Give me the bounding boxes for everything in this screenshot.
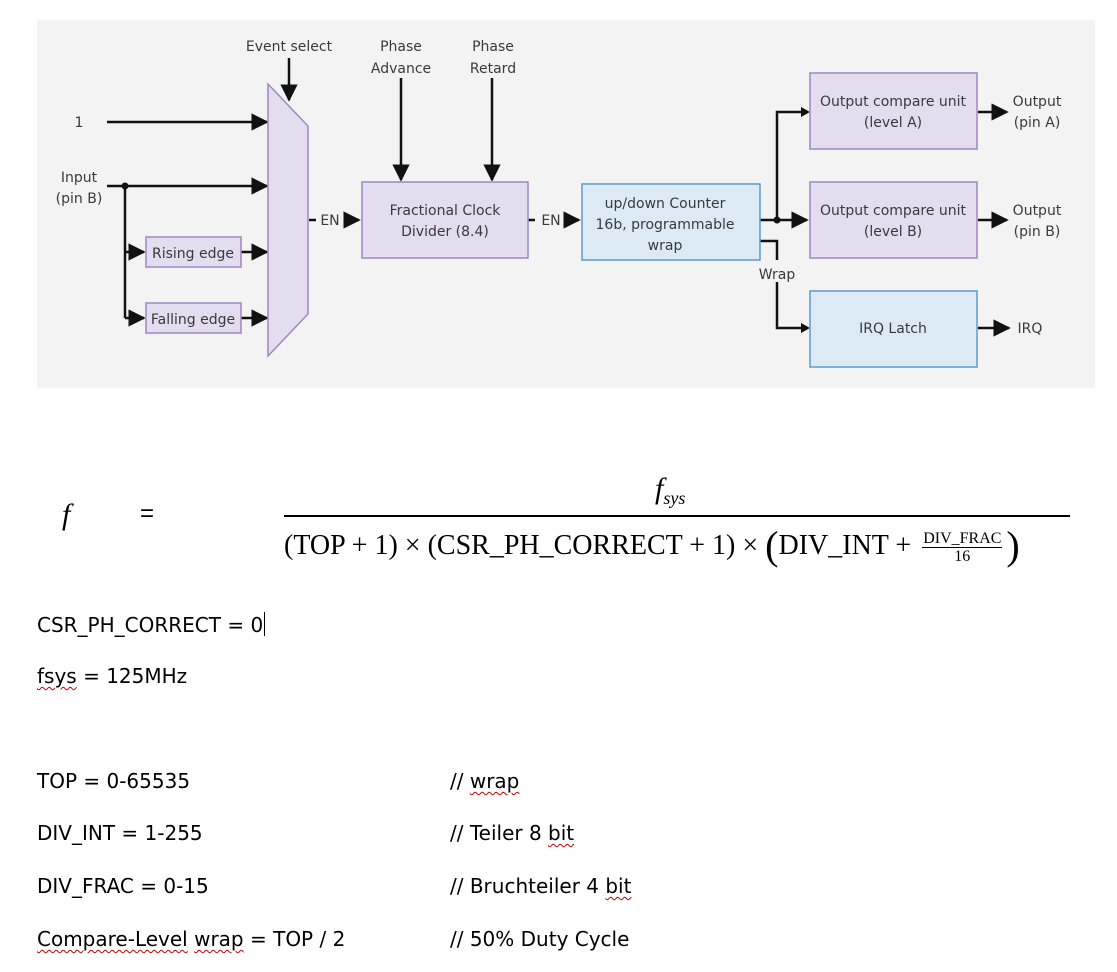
counter-to-ocu-a: [775, 110, 807, 220]
numerator-f: f: [655, 472, 664, 505]
out-a-label-2: (pin A): [1014, 115, 1061, 131]
phase-advance-label-2: Advance: [371, 61, 431, 77]
fraction-bar: [284, 515, 1070, 517]
divfrac-line[interactable]: DIV_FRAC = 0-15: [37, 874, 209, 898]
junction-input: [121, 182, 129, 190]
counter-wrap-out: [760, 239, 779, 260]
phase-advance-label-1: Phase: [380, 39, 422, 55]
wrap-label: Wrap: [759, 267, 796, 283]
ocu-a-box: [809, 72, 978, 150]
pwm-block-diagram: Event select Phase Advance Phase Retard …: [37, 20, 1095, 388]
ocu-a-label-2: (level A): [864, 115, 922, 131]
divider-label-2: Divider (8.4): [401, 224, 489, 240]
ocu-b-label-1: Output compare unit: [820, 203, 967, 219]
en-label-1: EN: [320, 213, 339, 229]
fsys-word: fsys: [37, 664, 77, 688]
fsys-value: = 125MHz: [76, 664, 188, 688]
counter-label-3: wrap: [648, 238, 683, 254]
counter-label-1: up/down Counter: [605, 196, 726, 212]
irq-latch-label: IRQ Latch: [859, 321, 927, 337]
divider-label-1: Fractional Clock: [390, 203, 502, 219]
rising-edge-label: Rising edge: [152, 246, 234, 262]
ocu-b-label-2: (level B): [864, 224, 922, 240]
input-label-2: (pin B): [56, 191, 103, 207]
one-label: 1: [75, 115, 84, 131]
counter-box: [581, 183, 761, 261]
falling-edge-label: Falling edge: [151, 312, 235, 328]
divint-comment[interactable]: // Teiler 8 bit: [450, 821, 575, 845]
en-label-2: EN: [541, 213, 560, 229]
input-mux: [267, 82, 309, 358]
fsys-line[interactable]: fsys = 125MHz: [37, 664, 187, 688]
out-a-label-1: Output: [1013, 94, 1062, 110]
compare-comment[interactable]: // 50% Duty Cycle: [450, 927, 630, 951]
phase-retard-label-2: Retard: [470, 61, 516, 77]
mini-numerator: DIV_FRAC: [922, 530, 1003, 549]
out-b-label-2: (pin B): [1014, 224, 1061, 240]
denominator-part-b: DIV_INT +: [778, 530, 919, 561]
csr-text: CSR_PH_CORRECT = 0: [37, 613, 264, 637]
out-b-label-1: Output: [1013, 203, 1062, 219]
top-line[interactable]: TOP = 0-65535: [37, 769, 191, 793]
ocu-a-label-1: Output compare unit: [820, 94, 967, 110]
formula-equals: =: [140, 500, 155, 527]
denominator-part-a: (TOP + 1) × (CSR_PH_CORRECT + 1) ×: [284, 530, 766, 561]
numerator-sub: sys: [663, 488, 686, 508]
diagram-svg: Event select Phase Advance Phase Retard …: [56, 39, 1062, 368]
irq-label: IRQ: [1018, 321, 1043, 337]
divfrac-comment[interactable]: // Bruchteiler 4 bit: [450, 874, 632, 898]
rising-edge-box: [145, 236, 242, 268]
paren-close: ): [1006, 523, 1020, 568]
mini-denominator: 16: [954, 548, 971, 566]
text-cursor: [264, 612, 266, 636]
phase-retard-label-1: Phase: [472, 39, 514, 55]
formula-numerator: fsys: [655, 472, 685, 509]
ocu-b-box: [809, 181, 978, 259]
formula-lhs: f: [62, 498, 71, 531]
event-select-label: Event select: [246, 39, 333, 55]
falling-edge-box: [145, 302, 242, 334]
top-comment[interactable]: // wrap: [450, 769, 520, 793]
compare-line[interactable]: Compare-Level wrap = TOP / 2: [37, 927, 346, 951]
formula-denominator: (TOP + 1) × (CSR_PH_CORRECT + 1) × (DIV_…: [284, 522, 1020, 569]
irq-latch-box: [809, 290, 978, 368]
junction-counter: [773, 216, 781, 224]
wrap-to-irq: [775, 282, 807, 330]
divint-line[interactable]: DIV_INT = 1-255: [37, 821, 203, 845]
csr-line[interactable]: CSR_PH_CORRECT = 0: [37, 612, 266, 637]
input-label-1: Input: [61, 170, 98, 186]
counter-label-2: 16b, programmable: [596, 217, 735, 233]
fractional-divider-box: [361, 181, 529, 259]
paren-open: (: [765, 523, 779, 568]
